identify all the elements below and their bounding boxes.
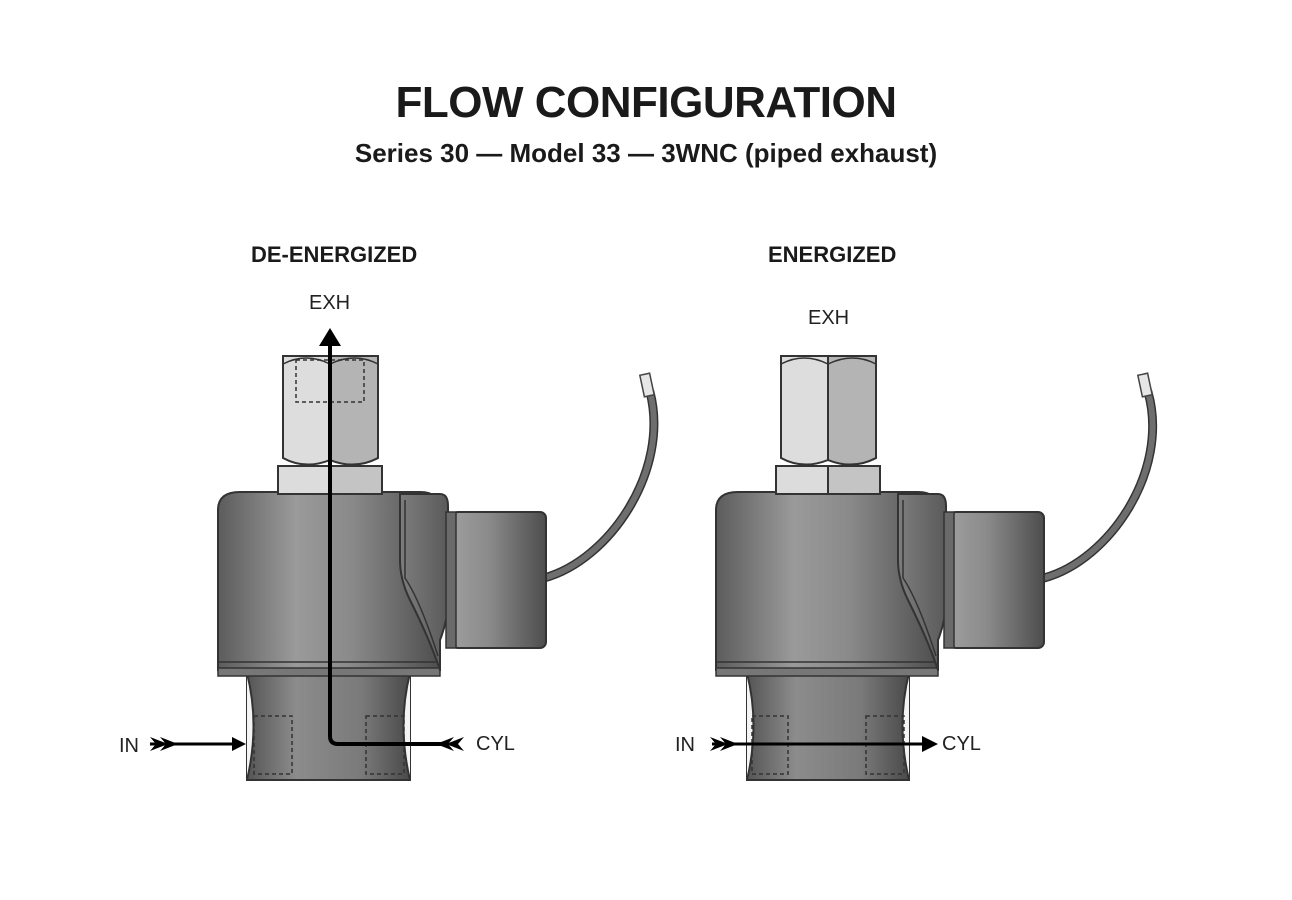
- state-label-energized: ENERGIZED: [768, 242, 897, 267]
- port-label-exh-de-energized: EXH: [309, 292, 351, 314]
- port-label-exh-energized: EXH: [808, 307, 850, 329]
- port-label-cyl-energized: CYL: [942, 733, 981, 755]
- state-label-de-energized: DE-ENERGIZED: [251, 242, 418, 267]
- port-label-cyl-de-energized: CYL: [476, 733, 515, 755]
- valve-energized: [710, 355, 1157, 781]
- page-subtitle: Series 30 — Model 33 — 3WNC (piped exhau…: [354, 138, 938, 168]
- valve-de-energized: [150, 328, 659, 781]
- port-label-in-energized: IN: [675, 734, 695, 756]
- port-label-in-de-energized: IN: [119, 735, 139, 757]
- page-title: FLOW CONFIGURATION: [395, 78, 898, 127]
